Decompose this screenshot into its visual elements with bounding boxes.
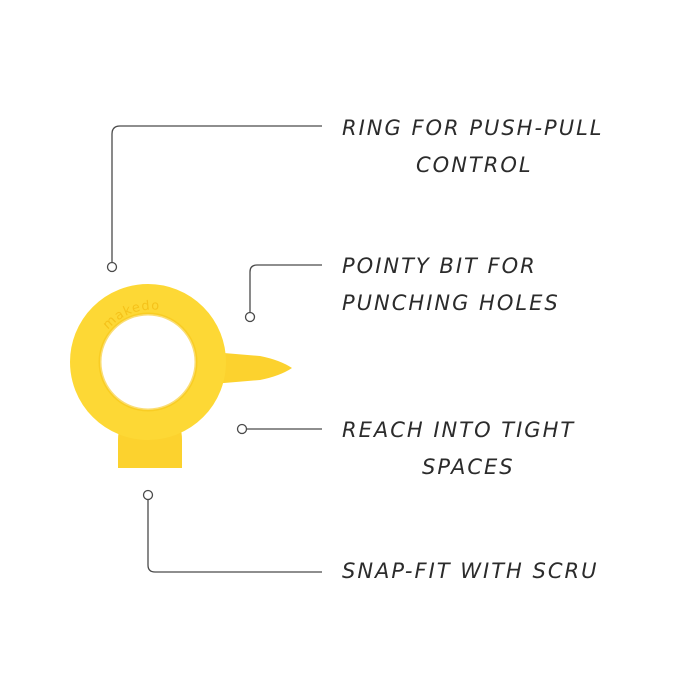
callout-ring: RING FOR PUSH-PULL CONTROL [342, 110, 603, 184]
tool-illustration: makedo [70, 284, 292, 468]
callout-pointy-bit: POINTY BIT FOR PUNCHING HOLES [342, 248, 560, 322]
leader-dot-reach [236, 423, 248, 435]
callout-pointy-bit-line1: POINTY BIT FOR [342, 254, 537, 278]
leader-dot-snap-fit [142, 489, 154, 501]
callout-reach-line1: REACH INTO TIGHT [342, 418, 576, 442]
leader-line-ring [111, 125, 322, 262]
callout-reach: REACH INTO TIGHT SPACES [342, 412, 575, 486]
callout-ring-line1: RING FOR PUSH-PULL [342, 116, 604, 140]
leader-dot-pointy-bit [244, 311, 256, 323]
callout-ring-line2: CONTROL [416, 153, 533, 177]
callout-snap-fit: SNAP-FIT WITH SCRU [342, 553, 598, 590]
tool-ring [70, 284, 226, 440]
callout-pointy-bit-line2: PUNCHING HOLES [342, 291, 560, 315]
leader-lines [111, 125, 322, 573]
callout-reach-line2: SPACES [422, 455, 515, 479]
callout-snap-fit-line1: SNAP-FIT WITH SCRU [342, 559, 599, 583]
tool-ring-shade [98, 312, 198, 412]
tool-pointy-bit [212, 352, 292, 384]
leader-line-snap-fit [147, 500, 322, 573]
leader-dot-ring [106, 261, 118, 273]
leader-line-pointy-bit [249, 264, 322, 312]
